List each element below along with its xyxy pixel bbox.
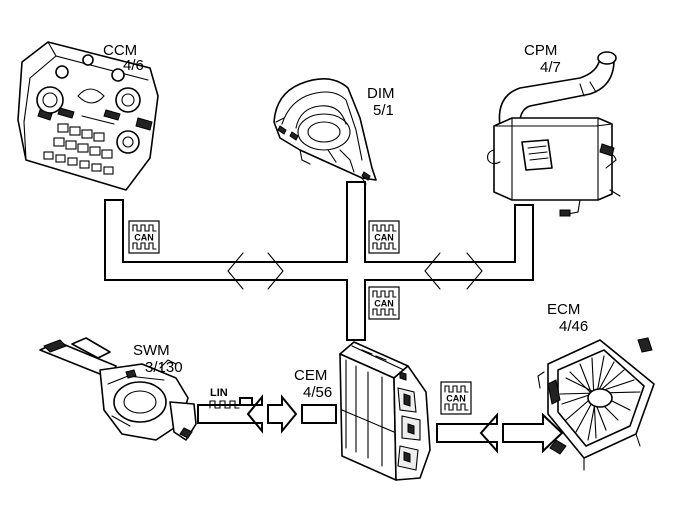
can-badge-ccm: CAN	[128, 220, 160, 254]
can-badge-ecm: CAN	[440, 381, 472, 415]
can-link-ecm	[436, 412, 564, 454]
lin-badge-label: LIN	[210, 387, 228, 399]
can-bus-main	[104, 181, 534, 341]
lin-badge: LIN	[209, 387, 240, 409]
lin-bus-link	[197, 394, 337, 434]
module-code: 5/1	[373, 102, 394, 119]
can-badge-label: CAN	[374, 299, 394, 309]
label-dim: DIM 5/1	[367, 85, 395, 119]
can-badge-label: CAN	[374, 233, 394, 243]
module-name: DIM	[367, 85, 395, 102]
bus-arrows	[227, 252, 483, 290]
module-code: 3/130	[145, 359, 183, 376]
module-name: CCM	[103, 42, 137, 59]
module-code: 4/7	[540, 59, 561, 76]
can-badge-label: CAN	[134, 233, 154, 243]
label-cem: CEM 4/56	[294, 367, 332, 401]
module-code: 4/56	[303, 384, 332, 401]
can-badge-cem: CAN	[368, 286, 400, 320]
swm-module-illustration	[39, 337, 197, 441]
module-name: SWM	[133, 342, 170, 359]
ecm-module-illustration	[537, 337, 655, 471]
label-cpm: CPM 4/7	[524, 42, 561, 76]
cpm-module-illustration	[487, 51, 621, 217]
label-ccm: CCM 4/6	[103, 42, 144, 74]
module-name: CPM	[524, 42, 557, 59]
can-badge-cpm: CAN	[368, 220, 400, 254]
cem-module-illustration	[339, 341, 431, 481]
label-ecm: ECM 4/46	[547, 301, 588, 335]
module-name: CEM	[294, 367, 327, 384]
label-swm: SWM 3/130	[133, 342, 183, 376]
ccm-module-illustration	[17, 41, 159, 191]
can-badge-label: CAN	[446, 394, 466, 404]
module-code: 4/46	[559, 318, 588, 335]
module-name: ECM	[547, 301, 580, 318]
module-code: 4/6	[123, 57, 144, 74]
dim-module-illustration	[273, 78, 377, 185]
